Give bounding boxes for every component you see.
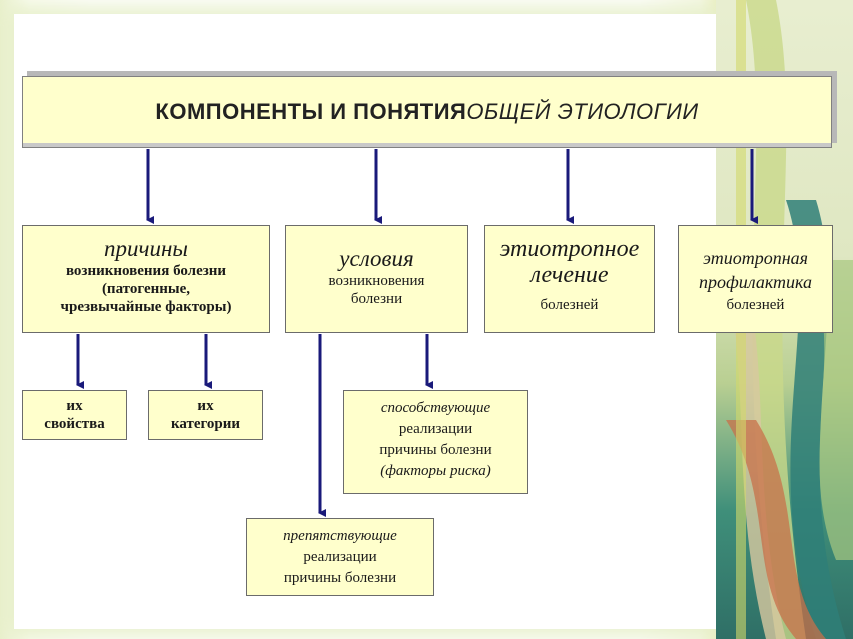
hindering-line3: причины болезни	[283, 570, 397, 586]
hindering-box: препятствующие реализации причины болезн…	[246, 518, 434, 596]
properties-line2: свойства	[44, 416, 105, 432]
promoting-line4: (факторы риска)	[380, 463, 491, 479]
treatment-heading1: этиотропное	[499, 236, 640, 262]
prevention-line1: болезней	[726, 297, 785, 313]
title-part1: КОМПОНЕНТЫ И ПОНЯТИЯ	[155, 99, 467, 124]
conditions-line1: возникновения	[328, 273, 425, 289]
causes-line2: (патогенные,	[101, 281, 191, 297]
categories-box: их категории	[148, 390, 263, 440]
conditions-line2: болезни	[350, 291, 403, 307]
promoting-line2: реализации	[398, 421, 473, 437]
causes-box: причины возникновения болезни (патогенны…	[22, 225, 270, 333]
conditions-heading: условия	[339, 246, 414, 271]
title-box: КОМПОНЕНТЫ И ПОНЯТИЯОБЩЕЙ ЭТИОЛОГИИ	[22, 76, 832, 148]
hindering-line2: реализации	[303, 549, 377, 565]
promoting-line3: причины болезни	[379, 442, 492, 458]
causes-line3: чрезвычайные факторы)	[60, 299, 232, 315]
causes-heading: причины	[104, 236, 188, 261]
prevention-box: этиотропная профилактика болезней	[678, 225, 833, 333]
treatment-box: этиотропное лечение болезней	[484, 225, 655, 333]
properties-box: их свойства	[22, 390, 127, 440]
prevention-heading2: профилактика	[698, 272, 812, 292]
treatment-line1: болезней	[540, 297, 599, 313]
promoting-box: способствующие реализации причины болезн…	[343, 390, 528, 494]
prevention-heading1: этиотропная	[703, 248, 808, 268]
causes-line1: возникновения болезни	[65, 263, 227, 279]
conditions-box: условия возникновения болезни	[285, 225, 468, 333]
page-title: КОМПОНЕНТЫ И ПОНЯТИЯОБЩЕЙ ЭТИОЛОГИИ	[23, 99, 831, 125]
title-part2: ОБЩЕЙ ЭТИОЛОГИИ	[466, 99, 699, 124]
treatment-heading2: лечение	[530, 262, 609, 288]
promoting-line1: способствующие	[380, 400, 491, 416]
categories-line1: их	[197, 398, 214, 414]
categories-line2: категории	[170, 416, 241, 432]
hindering-line1: препятствующие	[283, 528, 397, 544]
properties-line1: их	[66, 398, 83, 414]
